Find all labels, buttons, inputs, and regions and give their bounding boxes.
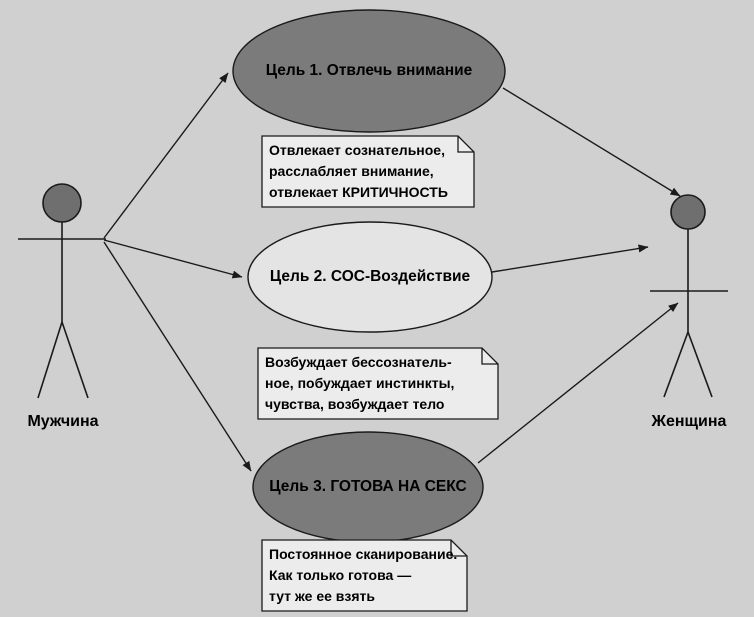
note3-shape	[261, 539, 468, 612]
woman-leg-right	[687, 331, 713, 398]
arrow-goal1-to-woman	[502, 87, 681, 197]
woman-head	[670, 194, 706, 230]
arrow-man-to-goal1	[103, 72, 229, 239]
note3-fold-icon	[450, 540, 467, 557]
woman-leg-left	[663, 331, 689, 398]
arrow-goal3-to-woman	[477, 302, 679, 464]
man-actor-figure	[18, 183, 106, 399]
note2-fold-icon	[481, 348, 498, 365]
man-leg-left	[37, 321, 63, 399]
arrows-goals-to-woman	[477, 87, 681, 464]
note1-fold-icon	[457, 136, 474, 153]
man-leg-right	[61, 321, 89, 399]
arrows-man-to-goals	[103, 72, 252, 472]
note1-shape	[261, 135, 475, 208]
note-shapes	[257, 135, 499, 612]
goal1-ellipse	[232, 9, 506, 133]
woman-actor-figure	[650, 194, 728, 398]
note2-shape	[257, 347, 499, 420]
goal3-ellipse	[252, 431, 484, 543]
arrow-man-to-goal2	[103, 239, 243, 279]
arrow-goal2-to-woman	[491, 244, 649, 273]
man-head	[42, 183, 82, 223]
arrow-man-to-goal3	[103, 241, 252, 472]
goal2-ellipse	[247, 221, 493, 333]
